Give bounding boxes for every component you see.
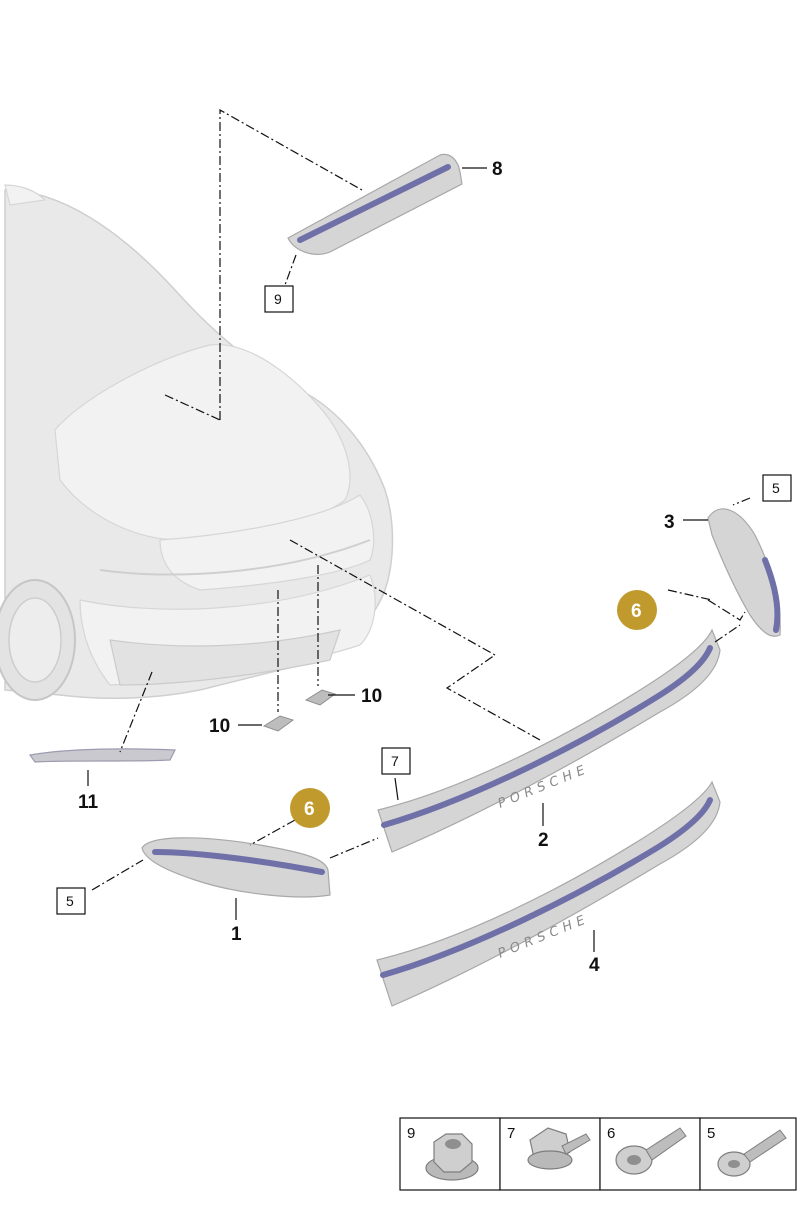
callout-6-left: 6 — [304, 799, 315, 820]
legend-label-9: 9 — [407, 1125, 415, 1142]
callout-10-left: 10 — [209, 716, 230, 737]
callout-5-left: 5 — [66, 893, 74, 909]
car-rear-view — [0, 184, 394, 701]
callout-7-box — [381, 747, 411, 775]
callouts: 8 9 5 3 6 10 10 11 7 6 2 5 1 4 — [56, 159, 792, 976]
part-8-high-mount-light — [287, 153, 463, 255]
legend-label-5: 5 — [707, 1125, 715, 1142]
callout-1: 1 — [231, 924, 242, 945]
torx-screw-icon — [615, 1127, 687, 1175]
callout-11: 11 — [78, 792, 99, 813]
fastener-legend: 9 7 6 5 — [399, 1117, 797, 1191]
part-10-clips — [262, 689, 337, 732]
callout-7: 7 — [391, 753, 399, 769]
callout-5-box-top — [762, 474, 792, 502]
assembly-lines — [91, 108, 751, 891]
part-3-right-tail-lamp — [707, 508, 781, 637]
part-2-light-bar: PORSCHE — [377, 628, 721, 853]
legend-label-6: 6 — [607, 1125, 615, 1142]
leader-lines — [87, 167, 708, 952]
callout-6-right-badge — [617, 590, 657, 630]
callout-9: 9 — [274, 291, 282, 307]
callout-3: 3 — [664, 512, 675, 533]
part-11-reflector — [28, 748, 176, 763]
part-1-left-tail-lamp — [141, 837, 331, 898]
callout-9-box — [264, 285, 294, 313]
callout-6-left-badge — [290, 788, 330, 828]
callout-5-box-left — [56, 887, 86, 915]
callout-8: 8 — [492, 159, 503, 180]
callout-10-right: 10 — [361, 686, 382, 707]
legend-label-7: 7 — [507, 1125, 515, 1142]
torx-bolt-icon — [717, 1129, 787, 1177]
callout-2: 2 — [538, 830, 549, 851]
callout-5-top: 5 — [772, 480, 780, 496]
hex-bolt-icon — [527, 1127, 591, 1170]
callout-4: 4 — [589, 955, 600, 976]
callout-6-right: 6 — [631, 601, 642, 622]
flange-nut-icon — [425, 1133, 479, 1181]
